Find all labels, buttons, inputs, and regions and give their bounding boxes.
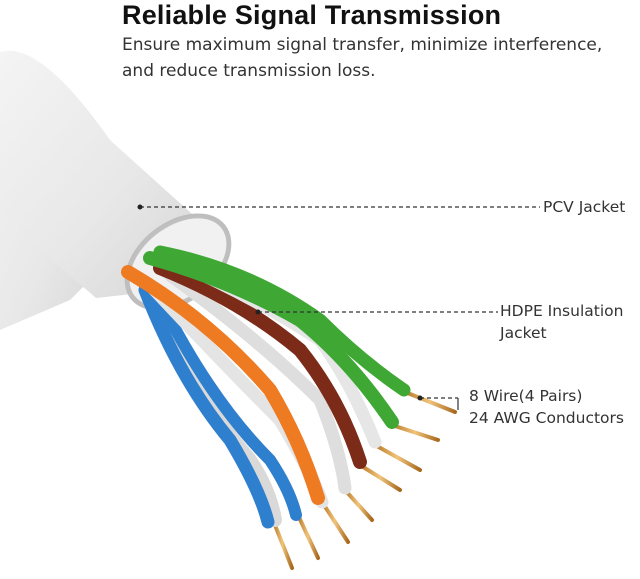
callout-pcv-jacket: PCV Jacket [543, 196, 625, 218]
callout-pcv-jacket-label: PCV Jacket [543, 196, 625, 218]
callout-hdpe-line-1: HDPE Insulation [500, 300, 623, 322]
callout-hdpe-insulation: HDPE Insulation Jacket [500, 300, 623, 344]
callout-wires-line-1: 8 Wire(4 Pairs) [469, 385, 624, 407]
callout-wires-line-2: 24 AWG Conductors [469, 407, 624, 429]
callout-hdpe-line-2: Jacket [500, 322, 623, 344]
twisted-wires [128, 252, 455, 568]
callout-wires: 8 Wire(4 Pairs) 24 AWG Conductors [469, 385, 624, 429]
